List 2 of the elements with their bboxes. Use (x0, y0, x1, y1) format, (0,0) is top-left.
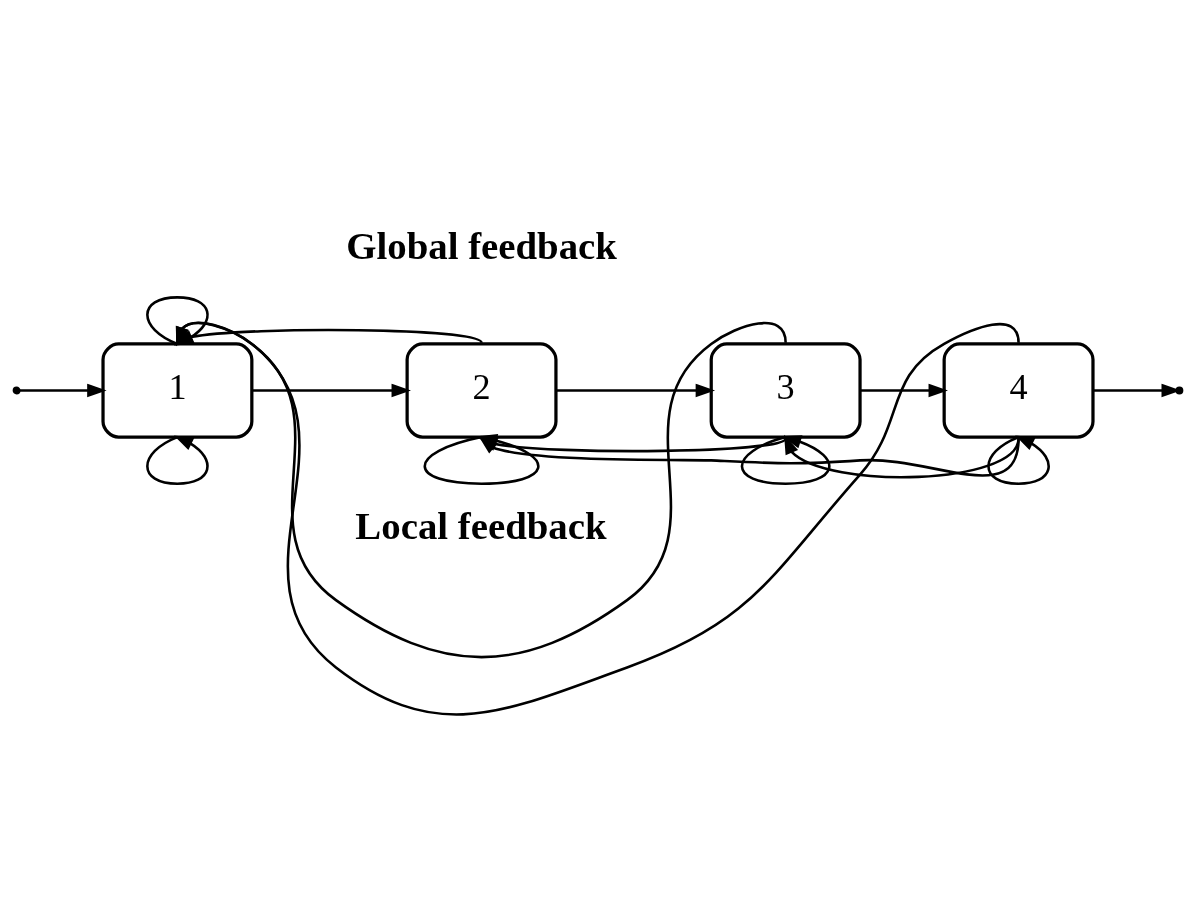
label: Global feedback (346, 223, 617, 267)
label: Local feedback (355, 503, 607, 547)
